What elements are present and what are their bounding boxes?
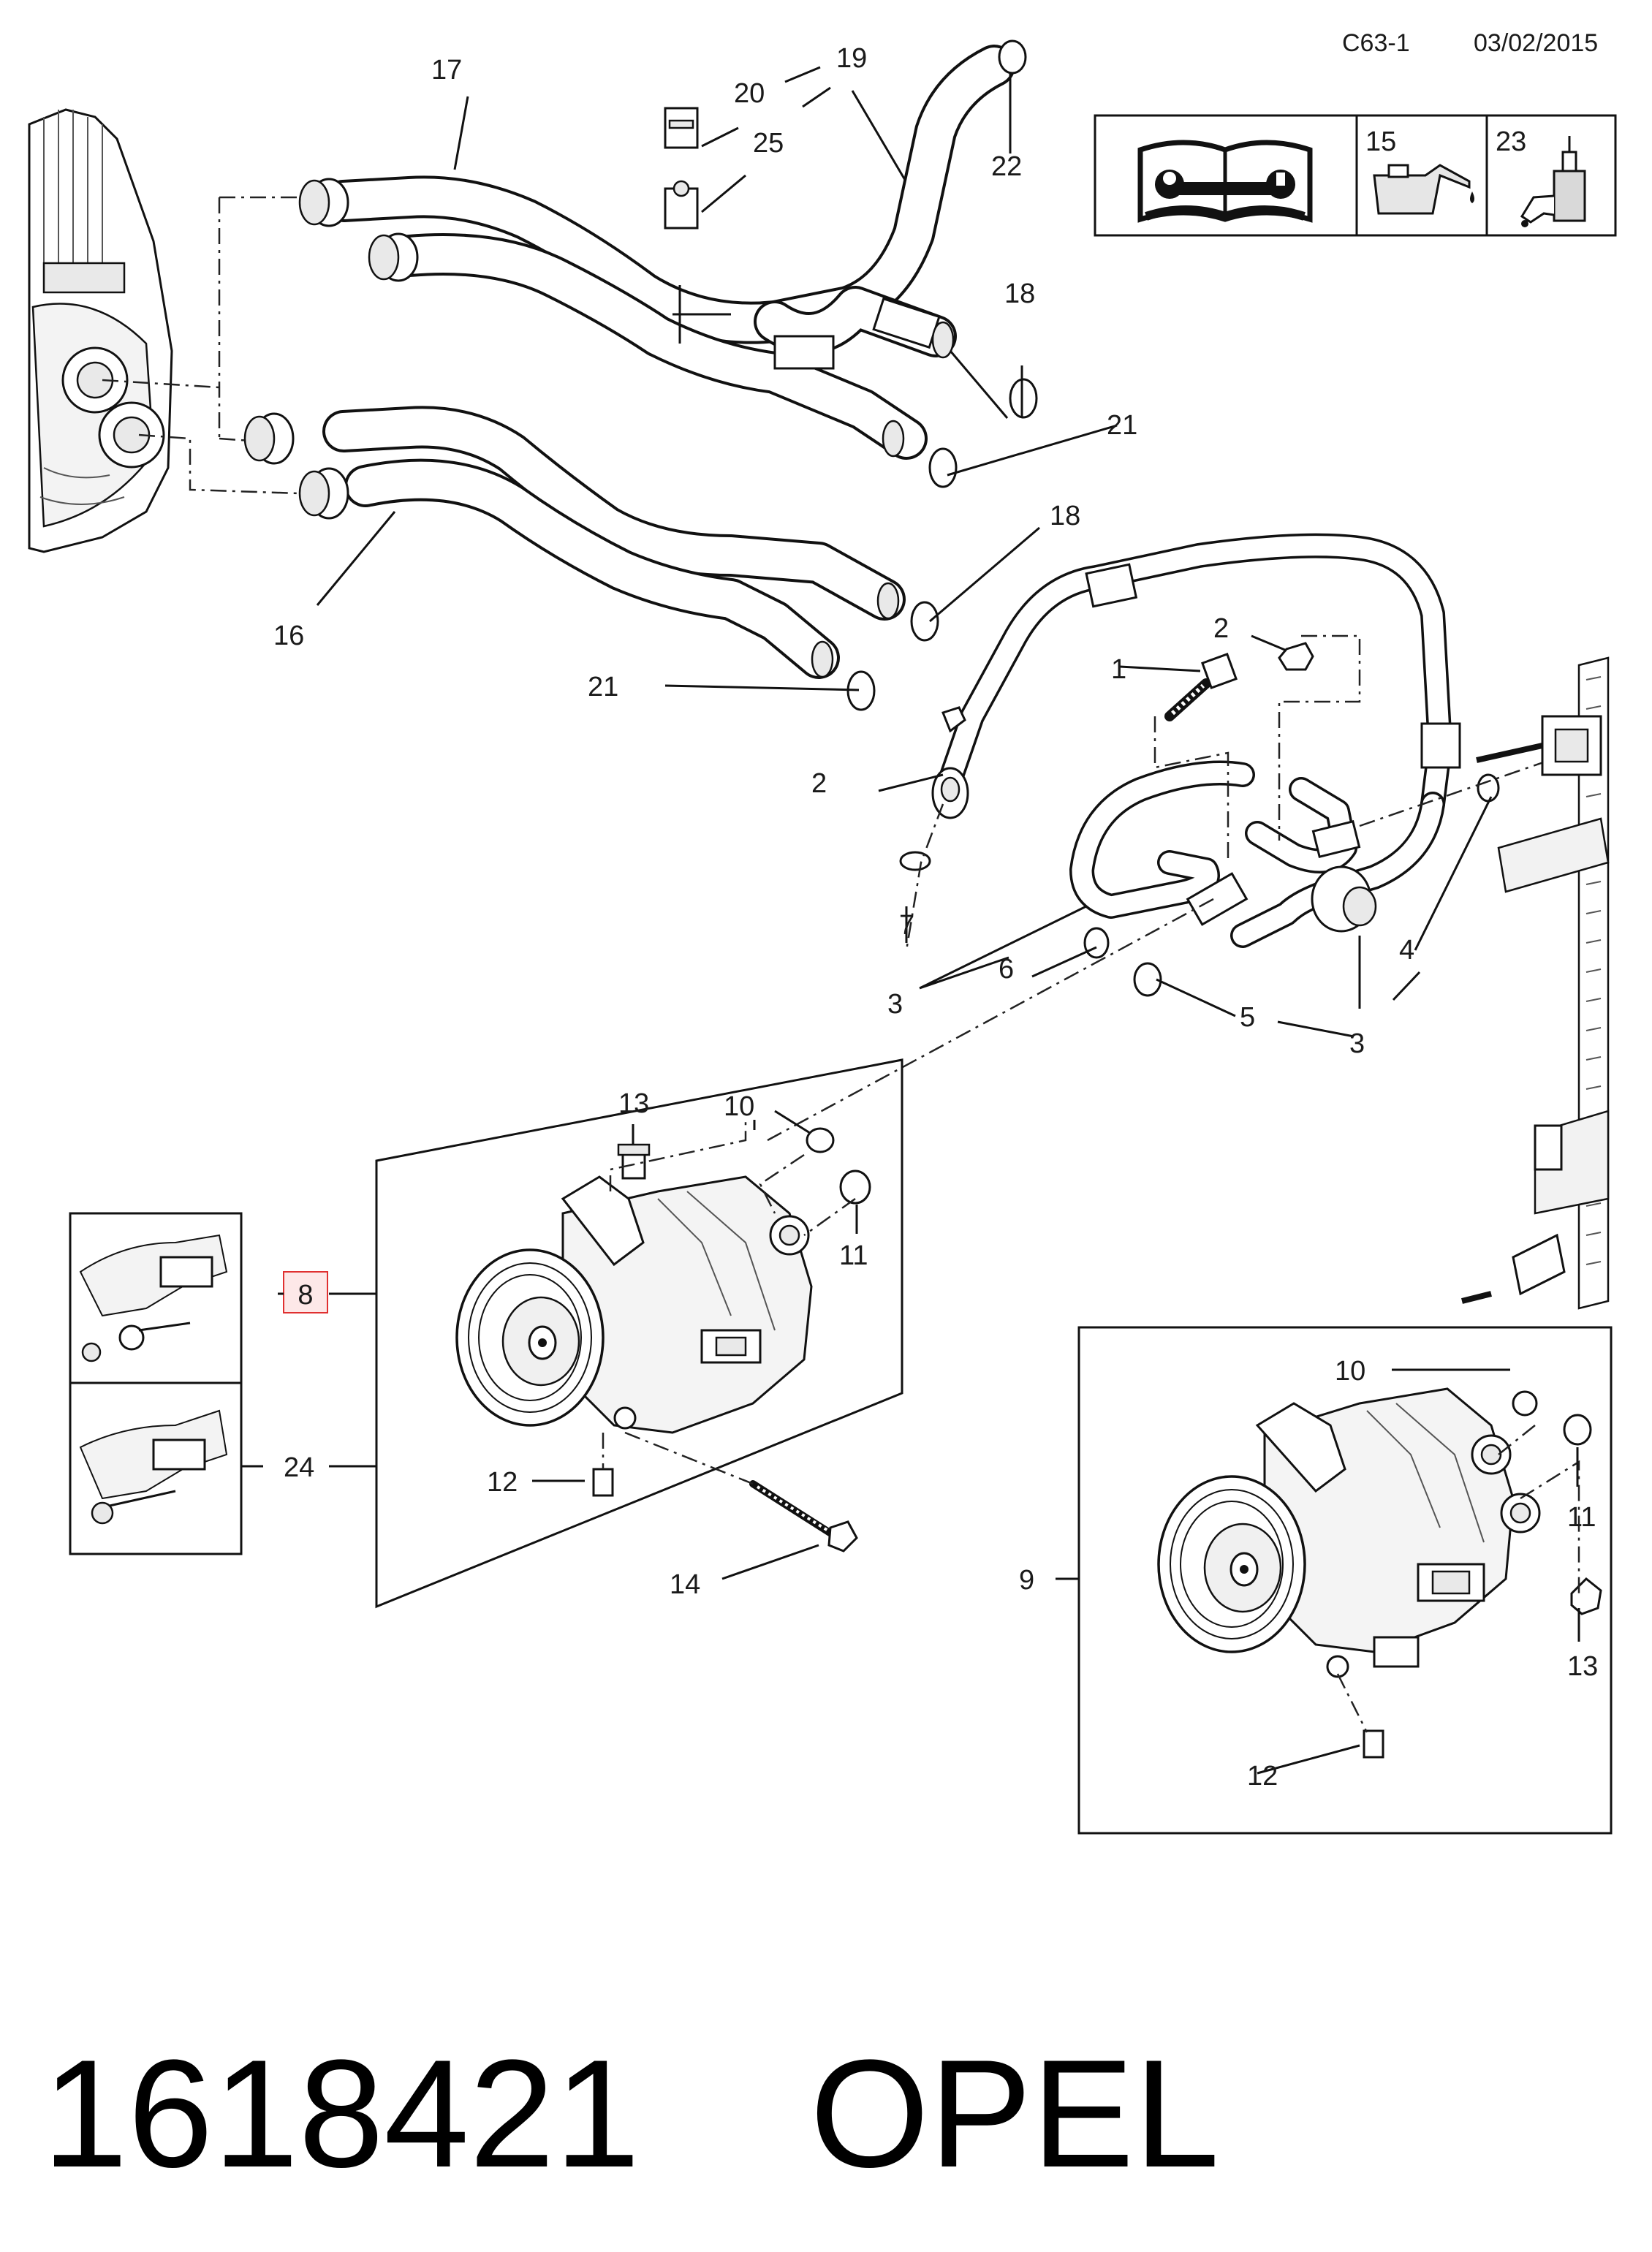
callout-11: 11 [1567,1502,1596,1533]
callout-14: 14 [670,1569,700,1600]
callout-12: 12 [1247,1761,1278,1792]
callout-7: 7 [899,910,914,941]
legend-label-23: 23 [1496,126,1526,157]
o-ring [1512,1390,1592,1446]
brand-name: OPEL [810,2028,1219,2199]
plug [617,1143,651,1180]
callout-9: 9 [1019,1565,1034,1596]
repair-manual-icon [1137,140,1313,223]
compressor-frame [375,1058,903,1609]
callout-8-label: 8 [298,1280,313,1311]
callout-3: 3 [1349,1028,1365,1059]
diagram-date: 03/02/2015 [1474,29,1598,57]
hose-clip [664,107,699,230]
callout-25: 25 [753,128,784,159]
ac-compressor [455,1175,813,1434]
evaporator-housing [28,108,173,553]
selected-callout-8[interactable]: 8 [283,1271,328,1313]
callout-21: 21 [1107,410,1137,441]
compressor-inset-frame [1077,1326,1613,1835]
sealant-bottle-icon [1520,136,1586,227]
callout-13: 13 [618,1088,649,1119]
callout-11: 11 [839,1240,868,1271]
variant-thumbnail-24 [69,1381,243,1555]
heater-hose-upper [298,45,1015,460]
legend-box: 15 23 [1094,114,1617,237]
callout-6: 6 [999,954,1014,985]
callout-10: 10 [1335,1356,1365,1387]
callout-13: 13 [1567,1651,1598,1682]
callout-21: 21 [588,672,618,702]
callout-20: 20 [734,78,765,109]
callout-10: 10 [724,1091,754,1122]
diagram-code: C63-1 [1342,29,1410,57]
callout-18: 18 [1050,501,1080,531]
callout-16: 16 [273,621,304,651]
variant-thumbnail-8 [69,1212,243,1384]
callout-19: 19 [836,43,867,74]
heater-hose-lower [243,406,906,679]
part-number: 1618421 [42,2028,640,2199]
plug [1570,1577,1602,1615]
callout-labels: 1 2 2 3 3 4 5 6 7 9 10 10 11 11 12 12 13… [273,43,1598,1792]
callout-2: 2 [811,768,827,799]
callout-2: 2 [1213,613,1229,644]
callout-18: 18 [1004,278,1035,309]
callout-4: 4 [1399,935,1414,966]
hose-clamp [846,39,1038,711]
callout-12: 12 [487,1467,518,1498]
bolt [592,1468,858,1552]
callout-1: 1 [1111,654,1126,685]
callout-17: 17 [431,55,462,86]
oil-can-icon [1373,164,1474,215]
callout-5: 5 [1240,1002,1255,1033]
o-ring [806,1127,871,1205]
legend-label-15: 15 [1365,126,1396,157]
mounting-bracket [1461,656,1610,1310]
callout-22: 22 [991,151,1022,182]
refrigerant-line [931,533,1461,948]
ac-compressor-variant [1157,1387,1541,1678]
callout-3: 3 [887,989,903,1020]
nut [941,642,1314,733]
callout-24: 24 [284,1452,314,1483]
bolt [1363,1729,1384,1759]
bolt [1164,653,1238,721]
